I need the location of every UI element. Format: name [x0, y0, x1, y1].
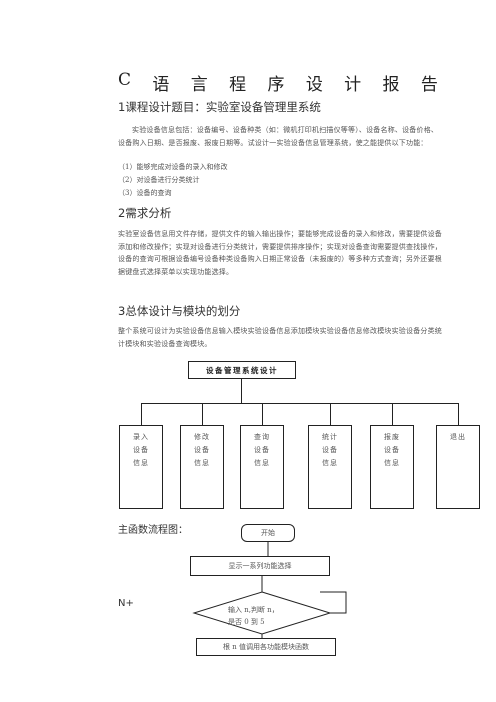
section1-item-1: （1）能够完成对设备的录入和修改	[118, 163, 228, 171]
flow-start-box: 开始	[241, 524, 295, 542]
module-text: 信息	[133, 459, 149, 467]
section1-item-2: （2）对设备进行分类统计	[118, 176, 200, 184]
module-box-scrap: 报废 设备 信息	[370, 425, 414, 509]
diagram-drop-line	[202, 403, 203, 425]
diagram-bus-line	[141, 403, 459, 404]
module-text: 信息	[254, 459, 270, 467]
flow-show-menu-box: 显示一系列功能选择	[190, 556, 330, 576]
title-char: 语	[152, 75, 170, 95]
title-char: 言	[190, 75, 208, 95]
module-text: 统计	[322, 433, 338, 441]
module-text: 信息	[194, 459, 210, 467]
module-box-statistics: 统计 设备 信息	[308, 425, 352, 509]
flow-call-module-box: 根 n 值调用各功能模块函数	[196, 638, 336, 656]
module-text: 退出	[450, 433, 466, 441]
diagram-drop-line	[262, 403, 263, 425]
module-box-input: 录入 设备 信息	[119, 425, 163, 509]
diagram-drop-line	[458, 403, 459, 425]
diagram-root-box: 设备管理系统设计	[188, 361, 296, 379]
module-text: 设备	[254, 446, 270, 454]
module-text: 信息	[322, 459, 338, 467]
section1-paragraph: 实验设备信息包括：设备编号、设备种类（如：微机打印机扫描仪等等）、设备名称、设备…	[118, 126, 439, 147]
module-text: 设备	[322, 446, 338, 454]
title-char: C	[118, 70, 132, 90]
module-box-exit: 退出	[436, 425, 480, 509]
title-char: 报	[382, 75, 400, 95]
module-text: 录入	[133, 433, 149, 441]
diagram-drop-line	[330, 403, 331, 425]
module-text: 信息	[384, 459, 400, 467]
module-text: 修改	[194, 433, 210, 441]
loop-label: N+	[118, 598, 134, 609]
title-char: 程	[229, 75, 247, 95]
module-text: 设备	[133, 446, 149, 454]
diagram-drop-line	[392, 403, 393, 425]
flowchart-label: 主函数流程图：	[118, 525, 188, 536]
module-box-modify: 修改 设备 信息	[180, 425, 224, 509]
module-text: 设备	[194, 446, 210, 454]
title-char: 计	[344, 75, 362, 95]
module-text: 查询	[254, 433, 270, 441]
diagram-stem-line	[241, 379, 242, 403]
section3-heading: 3总体设计与模块的划分	[118, 304, 241, 318]
section1-item-3: （3）设备的查询	[118, 189, 172, 197]
decision-text-line: 是否 0 到 5	[228, 618, 265, 626]
diagram-drop-line	[141, 403, 142, 425]
decision-text-line: 输入 n,判断 n，	[228, 606, 279, 614]
module-box-query: 查询 设备 信息	[240, 425, 284, 509]
module-text: 设备	[384, 446, 400, 454]
section1-heading: 1课程设计题目：实验室设备管理里系统	[118, 100, 321, 114]
title-char: 序	[267, 75, 285, 95]
section3-paragraph: 整个系统可设计为实验设备信息输入模块实验设备信息添加模块实验设备信息修改模块实验…	[118, 327, 442, 348]
section2-paragraph: 实验室设备信息用文件存储，提供文件的输入输出操作；要能够完成设备的录入和修改，需…	[118, 230, 442, 276]
module-text: 报废	[384, 433, 400, 441]
section2-heading: 2需求分析	[118, 206, 172, 220]
title-char: 告	[420, 75, 438, 95]
title-char: 设	[305, 75, 323, 95]
page-title: C 语 言 程 序 设 计 报 告	[118, 70, 438, 95]
loop-back-connector	[320, 591, 347, 614]
decision-text: 输入 n,判断 n， 是否 0 到 5	[228, 604, 308, 628]
